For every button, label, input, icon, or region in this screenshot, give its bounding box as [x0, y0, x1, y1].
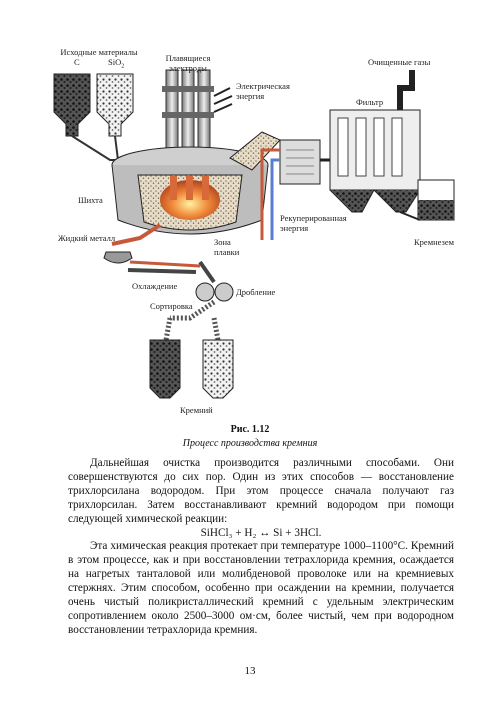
hopper-sio2	[96, 73, 134, 137]
label-liquid-metal: Жидкий металл	[58, 233, 116, 243]
silica-chute	[399, 211, 421, 221]
label-silicon: Кремний	[180, 405, 213, 415]
hot-pipe	[260, 148, 280, 240]
hopper-c	[53, 73, 91, 137]
heat-exchanger	[279, 139, 321, 185]
label-silica: Кремнезем	[414, 237, 455, 247]
label-electrodes: Плавящиеся электроды	[165, 53, 211, 73]
crushed-stream	[170, 299, 216, 321]
label-sorting: Сортировка	[150, 301, 193, 311]
label-raw-c: C	[74, 57, 80, 67]
sorting-stream	[163, 317, 221, 341]
silicon-bin-1	[149, 339, 181, 399]
label-melt-zone: Зона плавки	[214, 237, 240, 257]
label-charge: Шихта	[78, 195, 103, 205]
electric-energy-arrows-icon	[213, 87, 233, 113]
paragraph-2: Эта химическая реакция протекает при тем…	[68, 540, 454, 636]
cold-pipe	[270, 158, 280, 240]
equation: SiHCl₃ + H₂ ↔ Si + 3HCl.	[200, 526, 322, 539]
silicon-production-diagram	[53, 69, 455, 399]
label-raw-sio2: SiO2	[108, 57, 125, 70]
paragraph-1: Дальнейшая очистка производится различны…	[68, 457, 454, 525]
label-electric-energy: Электрическая энергия	[236, 81, 290, 101]
body-text: Дальнейшая очистка производится различны…	[68, 457, 454, 638]
label-recuperated-energy: Рекуперированная энергия	[280, 213, 347, 233]
label-cooling: Охлаждение	[132, 281, 178, 291]
cooling-ladle	[103, 251, 201, 274]
label-filter: Фильтр	[356, 97, 384, 107]
silica-bin	[417, 179, 455, 221]
figure-caption: Процесс производства кремния	[182, 438, 318, 449]
label-crushing: Дробление	[236, 287, 276, 297]
label-raw-materials: Исходные материалы	[60, 47, 138, 57]
furnace	[111, 146, 269, 246]
hopper-feed-chute	[71, 135, 120, 161]
filter-exhaust	[397, 70, 415, 110]
page-number: 13	[244, 665, 256, 677]
filter-unit	[320, 109, 421, 213]
figure-number: Рис. 1.12	[230, 424, 270, 435]
silicon-bin-2	[202, 339, 234, 399]
label-purified-gases: Очищенные газы	[368, 57, 431, 67]
crusher-rolls	[195, 260, 234, 302]
